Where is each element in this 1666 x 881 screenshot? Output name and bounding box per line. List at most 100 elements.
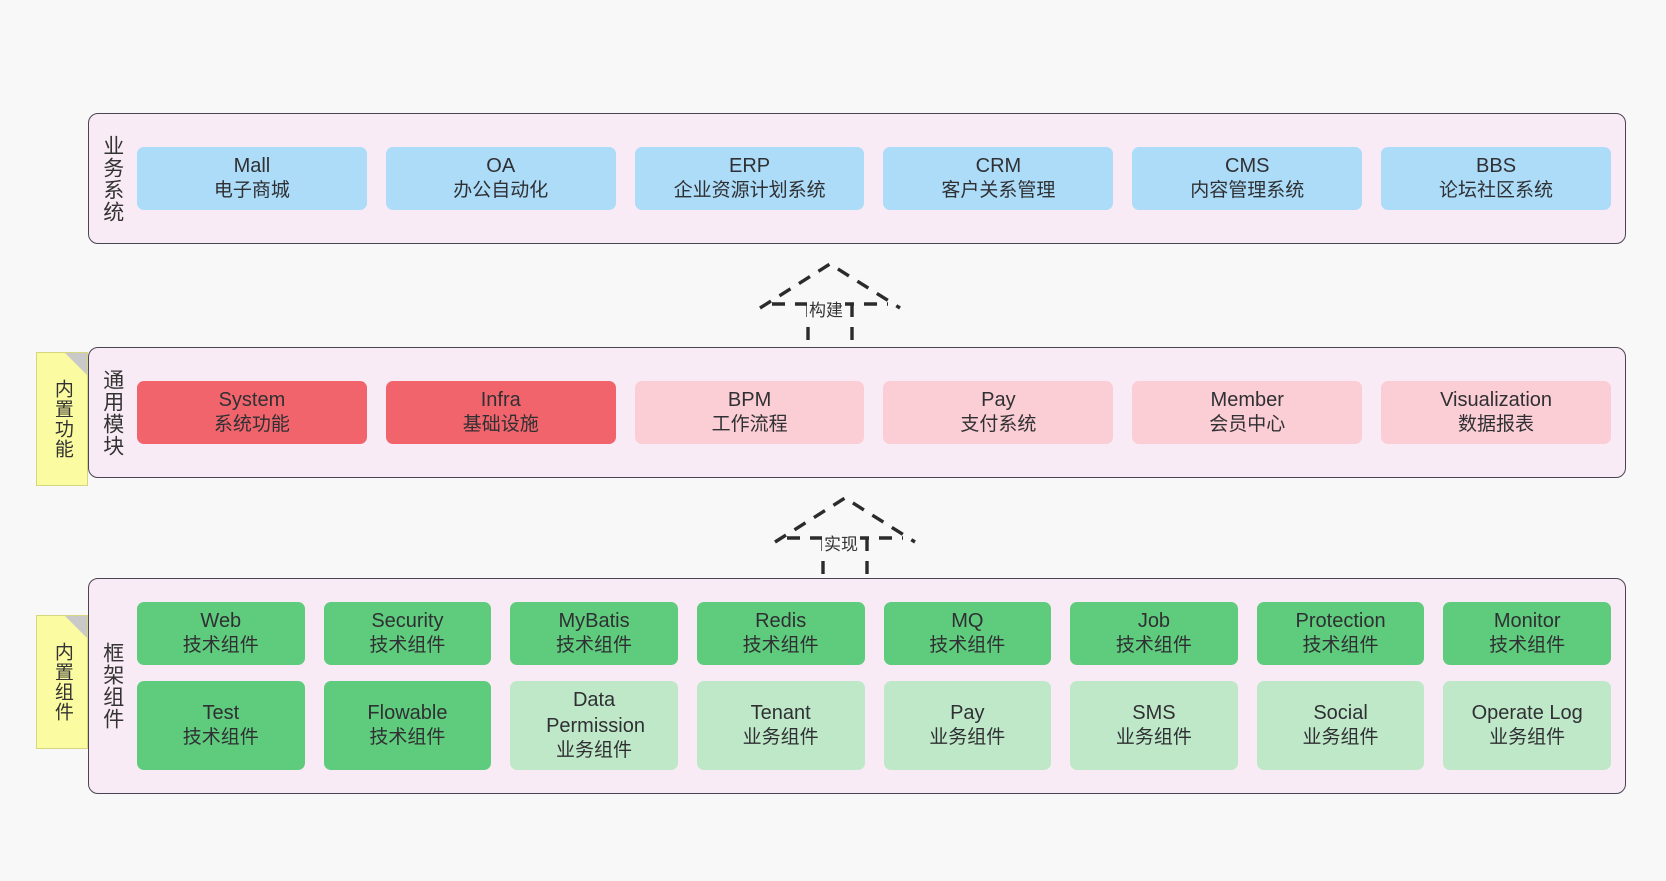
layer-framework-components: 框架组件 Web 技术组件 Security 技术组件 MyBatis 技术组件…	[88, 578, 1626, 794]
card-row: System 系统功能 Infra 基础设施 BPM 工作流程 Pay 支付系统…	[137, 381, 1611, 444]
card-title: Pay	[950, 702, 985, 724]
card-bbs[interactable]: BBS 论坛社区系统	[1381, 147, 1611, 210]
card-bpm[interactable]: BPM 工作流程	[634, 381, 865, 444]
card-mybatis[interactable]: MyBatis 技术组件	[510, 602, 678, 665]
card-subtitle: 支付系统	[960, 414, 1037, 436]
card-job[interactable]: Job 技术组件	[1070, 602, 1238, 665]
card-subtitle: 会员中心	[1209, 414, 1286, 436]
card-pay-module[interactable]: Pay 支付系统	[883, 381, 1114, 444]
note-builtin-components: 内置组件	[36, 615, 88, 749]
card-subtitle: 业务组件	[556, 740, 633, 761]
card-security[interactable]: Security 技术组件	[323, 602, 492, 665]
card-title: Job	[1137, 610, 1171, 633]
note-fold-corner	[65, 353, 87, 375]
card-title: System	[218, 389, 286, 412]
card-title: Flowable	[367, 702, 448, 724]
layer-title-business-systems: 业务系统	[100, 134, 124, 223]
note-fold-corner	[65, 616, 87, 638]
connector-build-label: 构建	[807, 296, 845, 321]
card-visualization[interactable]: Visualization 数据报表	[1381, 381, 1611, 444]
card-data-permission[interactable]: Data Permission 业务组件	[510, 681, 678, 770]
card-title: CRM	[975, 155, 1022, 178]
card-subtitle: 业务组件	[929, 727, 1006, 748]
card-subtitle: 技术组件	[369, 727, 446, 748]
card-flowable[interactable]: Flowable 技术组件	[323, 681, 492, 770]
layer-body-common-modules: System 系统功能 Infra 基础设施 BPM 工作流程 Pay 支付系统…	[135, 348, 1625, 477]
card-title: Social	[1313, 702, 1368, 724]
card-subtitle: 工作流程	[711, 414, 788, 436]
note-label: 内置组件	[51, 642, 73, 722]
card-row: Web 技术组件 Security 技术组件 MyBatis 技术组件 Redi…	[137, 602, 1611, 665]
card-title: OA	[486, 155, 516, 178]
card-monitor[interactable]: Monitor 技术组件	[1443, 602, 1611, 665]
card-subtitle: 技术组件	[182, 727, 259, 748]
note-builtin-features: 内置功能	[36, 352, 88, 486]
card-redis[interactable]: Redis 技术组件	[696, 602, 865, 665]
card-subtitle: 数据报表	[1458, 414, 1535, 436]
layer-body-framework-components: Web 技术组件 Security 技术组件 MyBatis 技术组件 Redi…	[135, 579, 1625, 793]
card-subtitle: 业务组件	[1302, 727, 1379, 748]
card-title: Web	[200, 610, 242, 633]
card-title: Tenant	[750, 702, 811, 724]
card-subtitle: 技术组件	[1302, 635, 1379, 657]
card-crm[interactable]: CRM 客户关系管理	[883, 147, 1114, 210]
layer-business-systems: 业务系统 Mall 电子商城 OA 办公自动化 ERP 企业资源计划系统 CRM…	[88, 113, 1626, 244]
card-title: Redis	[755, 610, 807, 633]
card-operate-log[interactable]: Operate Log 业务组件	[1443, 681, 1611, 770]
card-cms[interactable]: CMS 内容管理系统	[1132, 147, 1363, 210]
card-subtitle: 业务组件	[1489, 727, 1566, 748]
card-subtitle: 基础设施	[462, 414, 539, 436]
card-title: Data Permission	[546, 689, 645, 737]
card-title: Pay	[981, 389, 1016, 412]
card-infra[interactable]: Infra 基础设施	[385, 381, 616, 444]
layer-common-modules: 通用模块 System 系统功能 Infra 基础设施 BPM 工作流程 Pay…	[88, 347, 1626, 478]
card-sms[interactable]: SMS 业务组件	[1070, 681, 1238, 770]
card-title: ERP	[729, 155, 771, 178]
card-web[interactable]: Web 技术组件	[137, 602, 305, 665]
card-protection[interactable]: Protection 技术组件	[1256, 602, 1425, 665]
card-title: Operate Log	[1471, 702, 1583, 724]
card-title: SMS	[1132, 702, 1176, 724]
card-subtitle: 电子商城	[213, 180, 290, 202]
card-subtitle: 企业资源计划系统	[673, 180, 826, 202]
card-title: Monitor	[1493, 610, 1561, 633]
card-mq[interactable]: MQ 技术组件	[883, 602, 1052, 665]
connector-build: 构建	[750, 258, 910, 348]
card-test[interactable]: Test 技术组件	[137, 681, 305, 770]
card-pay-component[interactable]: Pay 业务组件	[883, 681, 1052, 770]
card-subtitle: 系统功能	[213, 414, 290, 436]
card-erp[interactable]: ERP 企业资源计划系统	[634, 147, 865, 210]
card-mall[interactable]: Mall 电子商城	[137, 147, 367, 210]
card-row: Test 技术组件 Flowable 技术组件 Data Permission …	[137, 681, 1611, 770]
connector-implement: 实现	[765, 492, 925, 582]
card-title: MyBatis	[558, 610, 630, 633]
card-subtitle: 内容管理系统	[1190, 180, 1305, 202]
card-title: MQ	[951, 610, 984, 633]
note-label: 内置功能	[51, 379, 73, 459]
card-title: BPM	[727, 389, 772, 412]
layer-title-framework-components: 框架组件	[100, 642, 124, 730]
card-subtitle: 技术组件	[1489, 635, 1566, 657]
card-title: Mall	[233, 155, 271, 178]
card-tenant[interactable]: Tenant 业务组件	[696, 681, 865, 770]
card-member[interactable]: Member 会员中心	[1132, 381, 1363, 444]
card-title: Security	[371, 610, 444, 633]
card-system[interactable]: System 系统功能	[137, 381, 367, 444]
card-oa[interactable]: OA 办公自动化	[385, 147, 616, 210]
card-title: BBS	[1476, 155, 1517, 178]
card-subtitle: 技术组件	[1115, 635, 1192, 657]
layer-body-business-systems: Mall 电子商城 OA 办公自动化 ERP 企业资源计划系统 CRM 客户关系…	[135, 114, 1625, 243]
card-subtitle: 办公自动化	[453, 180, 549, 202]
build-arrowhead	[759, 261, 901, 310]
card-title: Visualization	[1440, 389, 1553, 412]
card-social[interactable]: Social 业务组件	[1256, 681, 1425, 770]
layer-title-common-modules: 通用模块	[100, 368, 124, 457]
card-row: Mall 电子商城 OA 办公自动化 ERP 企业资源计划系统 CRM 客户关系…	[137, 147, 1611, 210]
card-title: CMS	[1225, 155, 1270, 178]
card-title: Infra	[480, 389, 521, 412]
card-subtitle: 技术组件	[742, 635, 819, 657]
implement-arrowhead	[774, 495, 916, 544]
card-subtitle: 技术组件	[929, 635, 1006, 657]
card-title: Test	[202, 702, 240, 724]
